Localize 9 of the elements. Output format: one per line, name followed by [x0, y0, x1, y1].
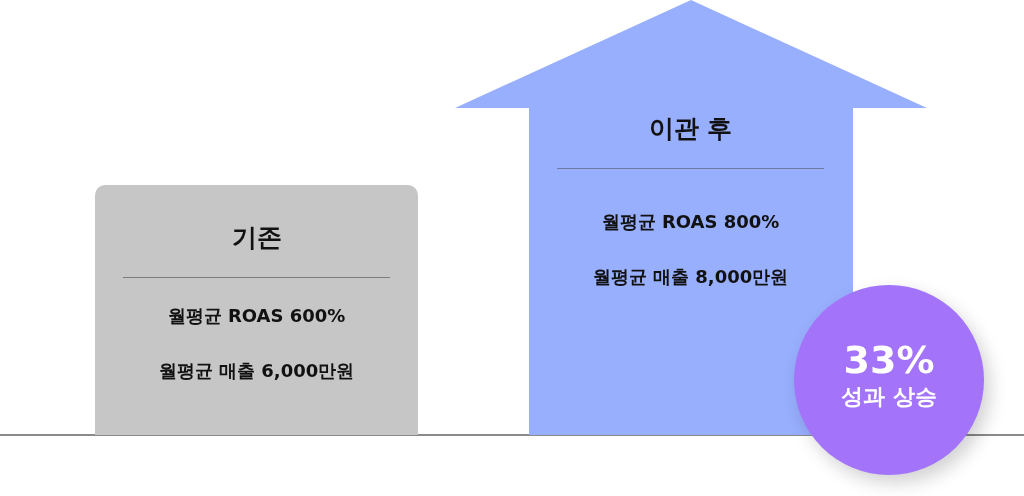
- percent-text: 33%: [843, 338, 935, 382]
- circle-caption: 성과 상승: [841, 383, 937, 411]
- metric-text: 월평균 ROAS 800%: [601, 210, 780, 234]
- metric-text: 월평균 ROAS 600%: [167, 304, 346, 328]
- before-card: [95, 185, 418, 435]
- heading: 기존: [231, 222, 282, 254]
- heading: 이관 후: [648, 113, 733, 145]
- metric-text: 월평균 매출 6,000만원: [158, 359, 355, 383]
- metric-text: 월평균 매출 8,000만원: [592, 265, 789, 289]
